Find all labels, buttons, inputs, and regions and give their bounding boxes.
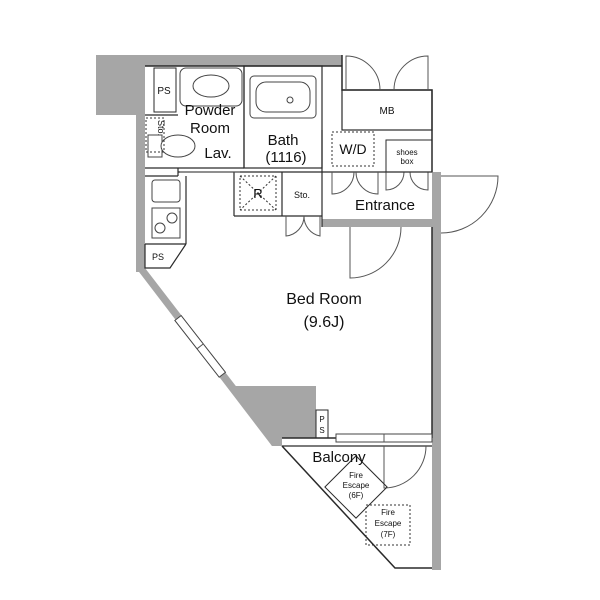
refrigerator-box: [239, 175, 277, 211]
windows: [174, 314, 433, 443]
wall-left-kitchen: [136, 176, 145, 272]
doors: [180, 55, 499, 489]
fire-escape-7f-hatch: [365, 504, 411, 546]
entrance-label: Entrance: [355, 197, 415, 214]
shoes-box-label-2: box: [401, 157, 414, 166]
fire-escape-6f-hatch: [324, 455, 388, 519]
refrigerator-label: R: [253, 186, 262, 201]
bath-label-1: Bath: [268, 132, 299, 149]
ps-balcony-label-1: P: [319, 415, 324, 424]
ps-balcony-box: [315, 409, 329, 439]
ps-kitchen-label: PS: [152, 252, 164, 262]
shoes-box-label-1: shoes: [396, 148, 417, 157]
balcony-parapet-right: [432, 438, 441, 570]
balcony-label: Balcony: [312, 449, 366, 466]
column-lower-left: [232, 386, 316, 446]
ps-top-box: [153, 67, 177, 113]
wall-left-toilet: [136, 66, 145, 176]
kitchen-hob: [151, 207, 181, 239]
hall-sto-label: Sto.: [294, 190, 310, 200]
fire-escape-7f-label-2: Escape: [375, 519, 402, 528]
fire-escape-6f-label-3: (6F): [349, 491, 364, 500]
mb-label: MB: [380, 106, 395, 117]
lav-label: Lav.: [204, 145, 231, 162]
washer-dryer-box: [331, 131, 375, 167]
wall-right: [432, 172, 441, 570]
bed-room-label-1: Bed Room: [286, 291, 362, 308]
wd-label: W/D: [339, 141, 366, 157]
bath-room-outline: [243, 65, 323, 169]
mb-box: [341, 89, 433, 131]
toilet-sto-label: Sto.: [156, 120, 166, 136]
toilet-bowl: [160, 134, 196, 158]
bed-room-label-2: (9.6J): [304, 314, 345, 331]
wall-top: [176, 55, 342, 66]
ps-top-label: PS: [157, 86, 171, 97]
fire-escape-6f-label-1: Fire: [349, 471, 363, 480]
fixtures: [145, 67, 433, 546]
powder-room-label-1: Powder: [185, 102, 236, 119]
wall-entrance-bottom: [322, 219, 432, 227]
ps-balcony-label-2: S: [319, 426, 324, 435]
kitchen-sink: [151, 179, 181, 203]
toilet-storage: [145, 117, 165, 153]
fire-escape-7f-label-1: Fire: [381, 508, 395, 517]
labels: PS Powder Room Lav. Sto. Bath (1116) MB …: [152, 86, 418, 539]
fire-escape-7f-label-3: (7F): [381, 530, 396, 539]
bath-label-2: (1116): [265, 149, 306, 166]
shoes-box-outline: [385, 139, 433, 173]
fire-escape-6f-label-2: Escape: [343, 481, 370, 490]
powder-room-label-2: Room: [190, 120, 230, 137]
toilet-tank: [147, 134, 163, 158]
lav-basin: [192, 74, 230, 98]
